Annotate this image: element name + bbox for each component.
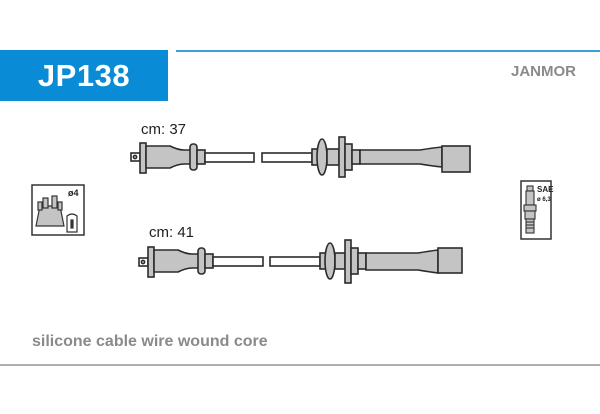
cable-description: silicone cable wire wound core [32, 333, 268, 350]
cable-1-wire-b [261, 152, 313, 163]
cable-2-length: cm: 41 [149, 224, 195, 241]
spark-plug-diameter-label: ø 6,3 [537, 197, 551, 203]
cable-2-boot-right [365, 249, 439, 274]
cable-2-coil-flange [344, 239, 352, 284]
brand-name: JANMOR [510, 63, 576, 80]
cable-1-coil-connector [441, 145, 471, 173]
distributor-cap-icon: ø4 [31, 184, 85, 236]
cable-2-boot-left [153, 249, 201, 273]
cable-2-wire-a [212, 256, 264, 267]
cable-1-boot-left [145, 145, 193, 169]
part-number: JP138 [37, 58, 131, 93]
cable-1-boot-right [359, 146, 443, 168]
cable-1-wire-a [204, 152, 255, 163]
part-number-badge: JP138 [0, 50, 168, 101]
header-divider [176, 50, 600, 52]
cable-2-boot-flange [147, 246, 155, 278]
cable-1-terminal [130, 152, 141, 162]
cable-1 [130, 136, 471, 178]
spark-plug-standard-label: SAE [537, 185, 554, 194]
cable-2 [138, 239, 463, 284]
cable-1-boot-flange [139, 142, 147, 174]
footer-divider [0, 364, 600, 366]
cable-2-terminal [138, 257, 149, 267]
cable-2-coil-connector [437, 247, 463, 274]
distributor-diameter-label: ø4 [68, 188, 79, 198]
spark-plug-icon: SAE ø 6,3 [520, 180, 554, 240]
cable-1-coil-flange [338, 136, 346, 178]
cable-1-length: cm: 37 [141, 121, 187, 138]
cable-2-wire-b [269, 256, 321, 267]
